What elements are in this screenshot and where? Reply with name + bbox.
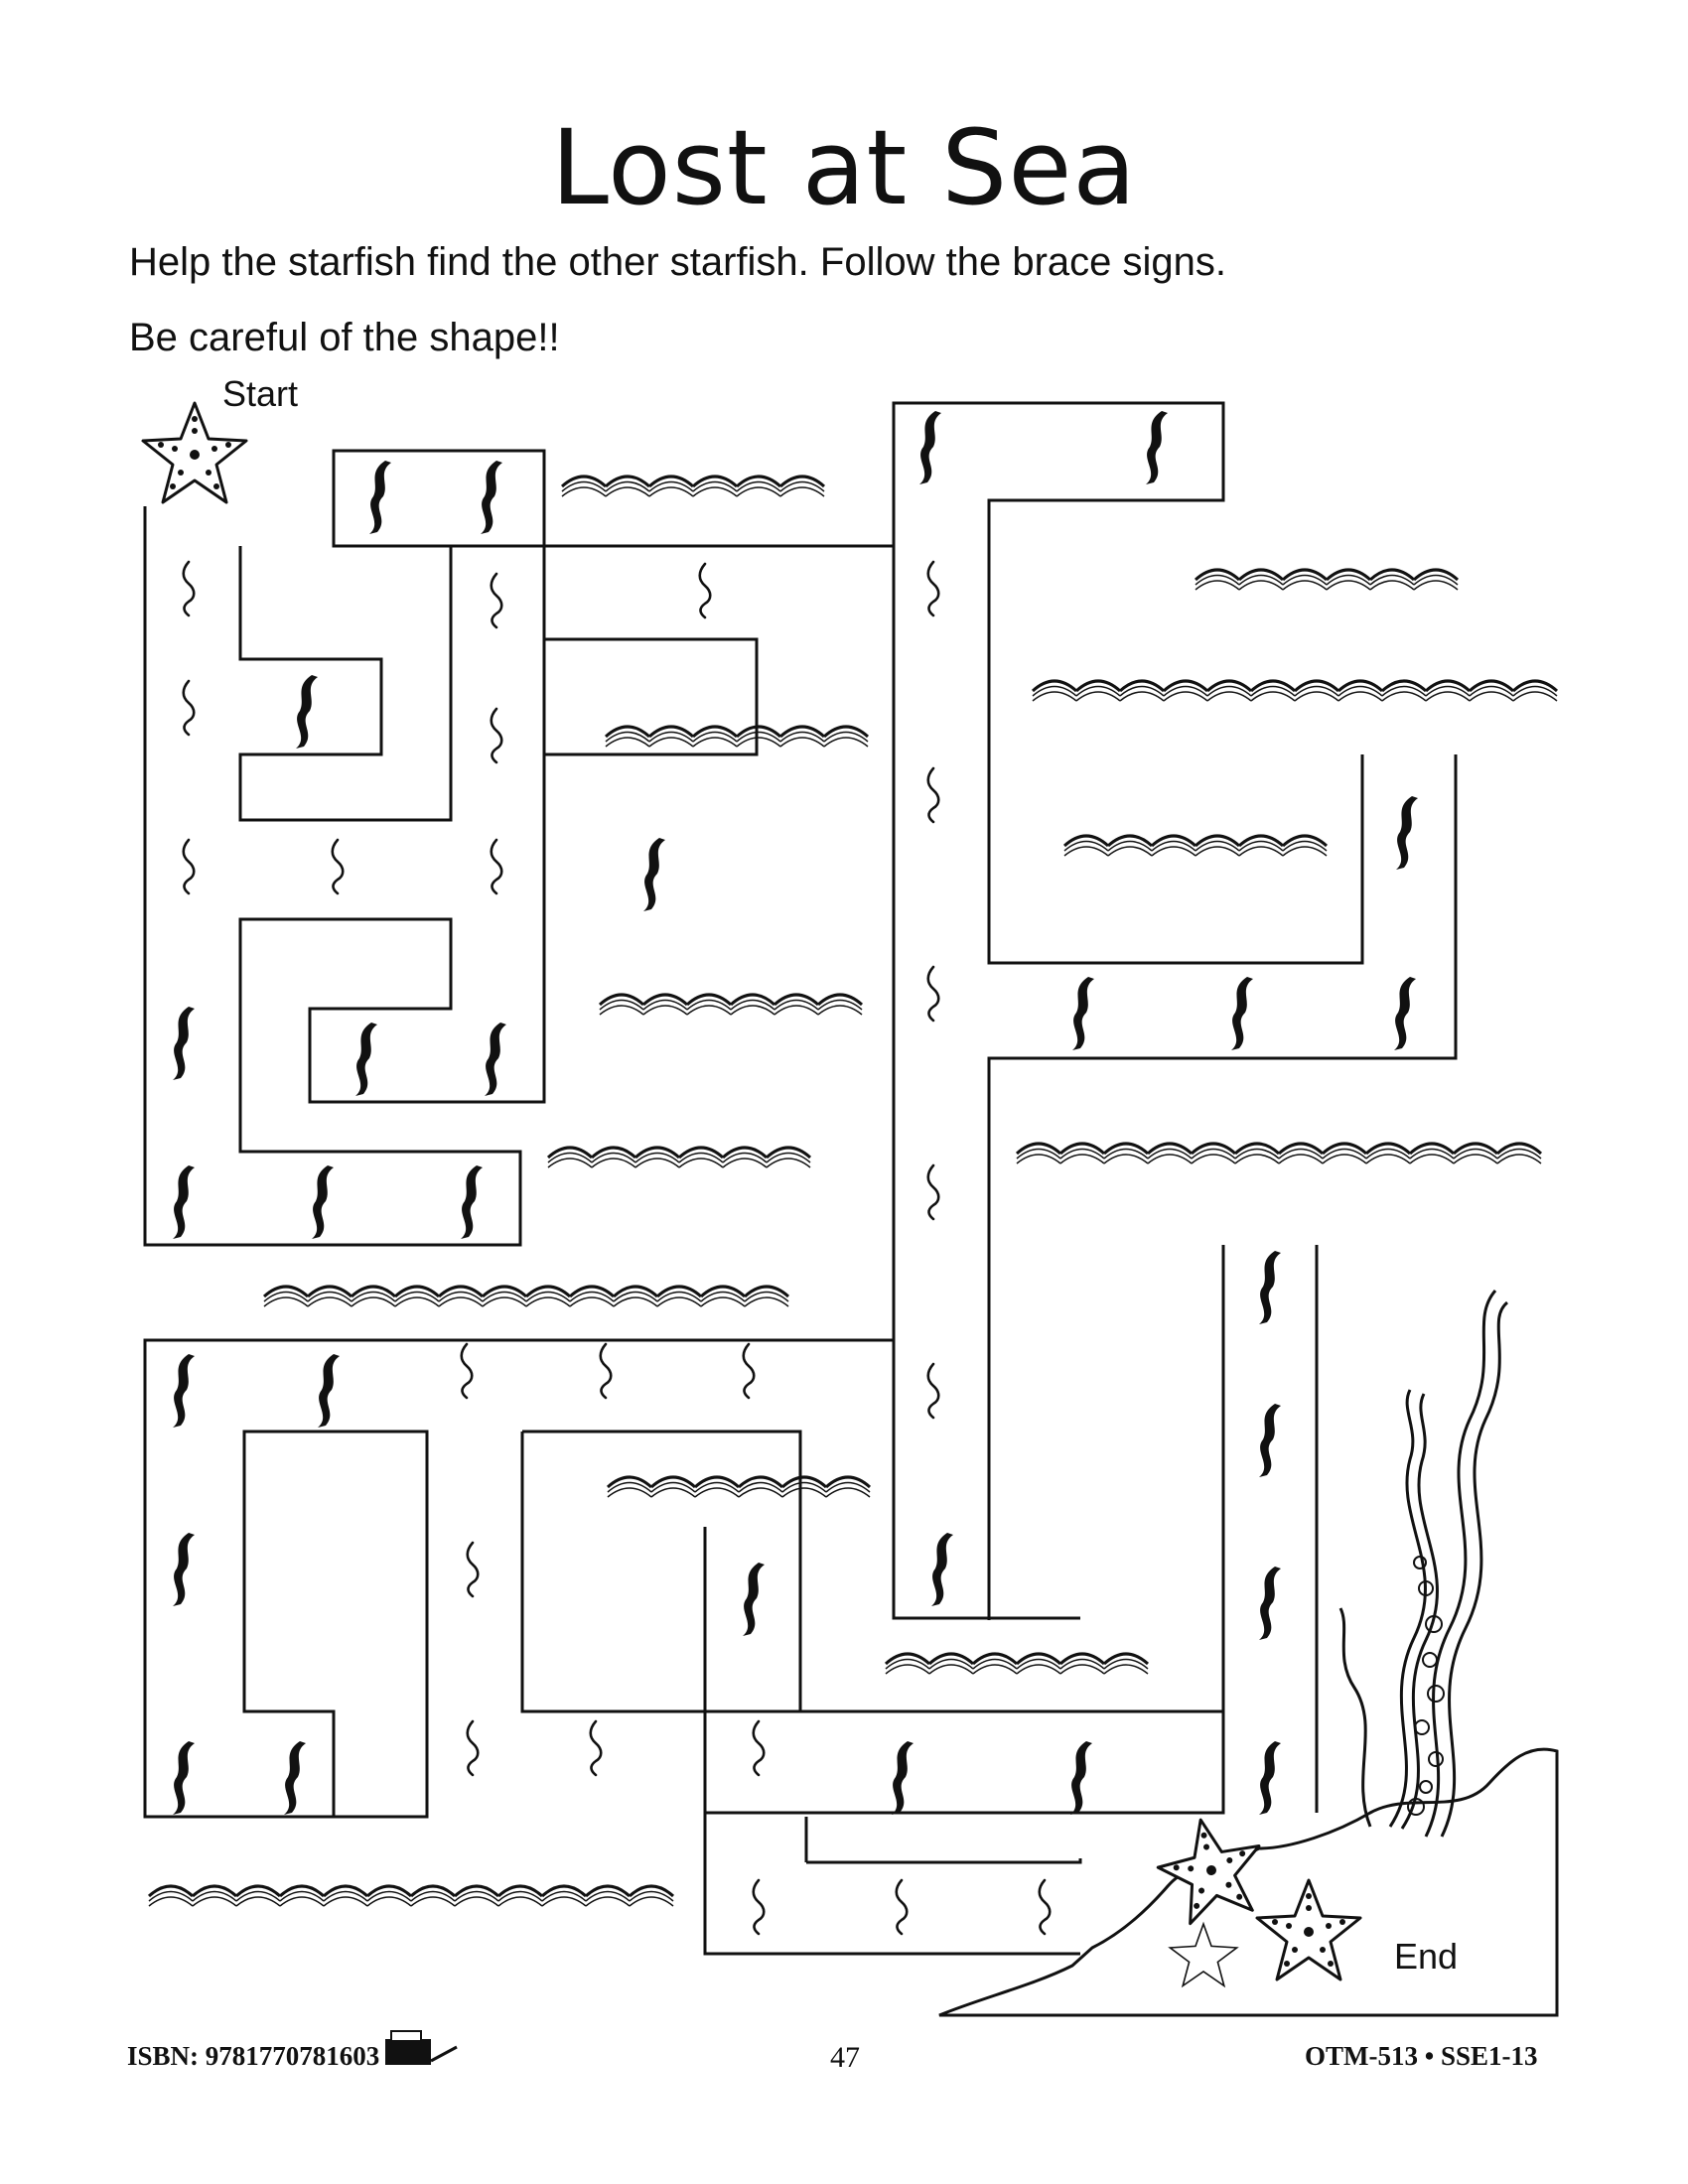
maze-walls <box>143 401 1458 1956</box>
page-number: 47 <box>830 2041 860 2074</box>
bubbles <box>1407 1556 1445 1816</box>
instruction-text-2: Be careful of the shape!! <box>129 316 560 359</box>
isbn-text: ISBN: 9781770781603 <box>127 2041 380 2071</box>
seaweed-icon <box>1338 1290 1509 1838</box>
page-title: Lost at Sea <box>550 107 1138 228</box>
start-label: Start <box>222 373 299 414</box>
brace-signs <box>182 560 1052 1936</box>
curved-shapes <box>173 411 1418 1815</box>
end-starfish-icon-3 <box>1168 1921 1239 1988</box>
waves <box>147 475 1559 1908</box>
publisher-logo-icon <box>385 2030 458 2065</box>
seafloor-scene <box>938 1290 1559 2017</box>
product-code: OTM-513 • SSE1-13 <box>1305 2041 1538 2071</box>
end-label: End <box>1394 1936 1459 1977</box>
start-starfish-icon <box>141 401 248 504</box>
instruction-text-1: Help the starfish find the other starfis… <box>129 240 1226 284</box>
